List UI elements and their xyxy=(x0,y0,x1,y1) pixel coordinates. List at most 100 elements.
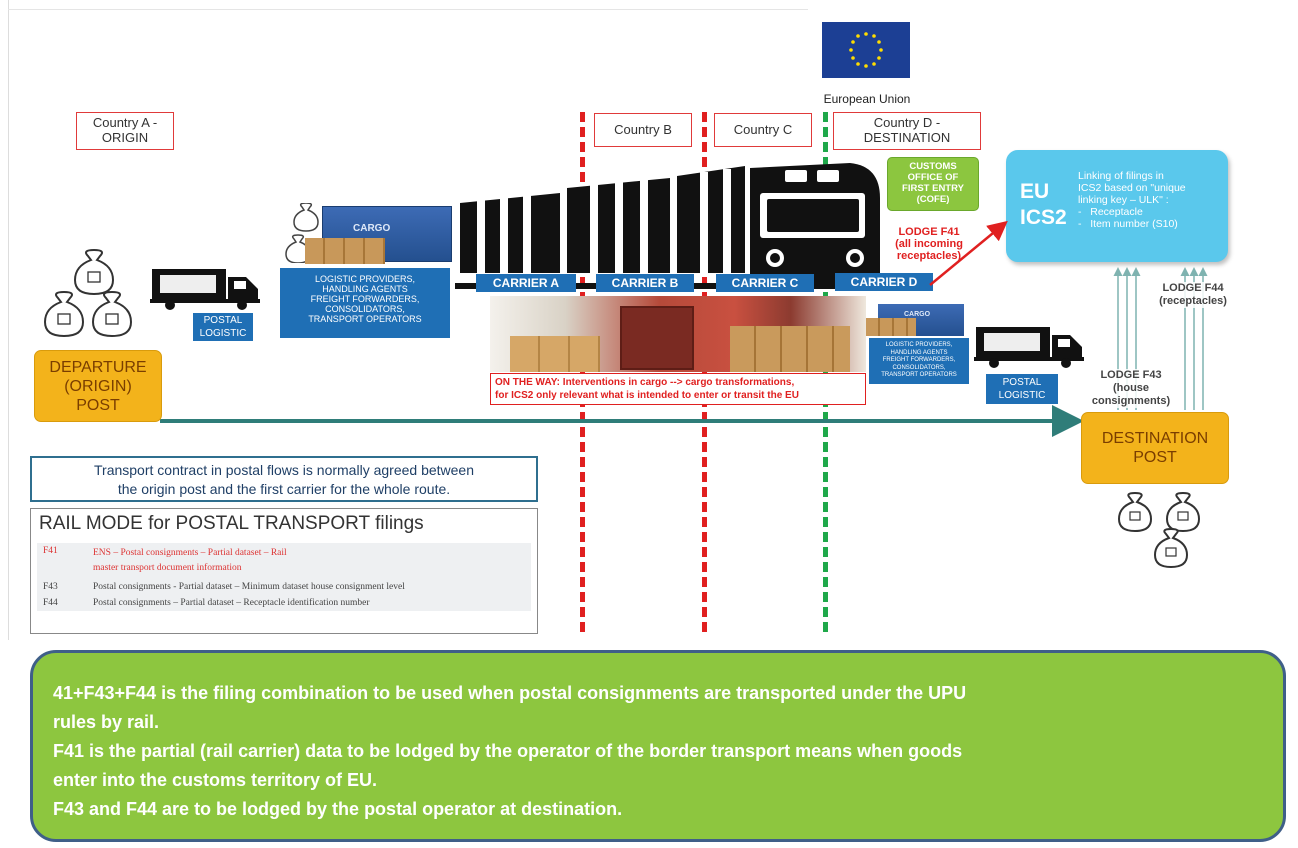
summary-line1: 41+F43+F44 is the filing combination to … xyxy=(53,683,967,703)
country-c-box: Country C xyxy=(714,113,812,147)
on-the-way-prefix: ON THE WAY: xyxy=(495,377,561,388)
transport-contract-note: Transport contract in postal flows is no… xyxy=(30,456,538,502)
lodge-f44-label: LODGE F44 (receptacles) xyxy=(1150,282,1236,308)
row-f41-desc2: master transport document information xyxy=(93,563,242,573)
on-the-way-line1: ON THE WAY: Interventions in cargo --> c… xyxy=(495,376,861,389)
providers-line3: FREIGHT FORWARDERS, xyxy=(310,294,420,304)
departure-line3: POST xyxy=(76,397,120,414)
table-row: F44 Postal consignments – Partial datase… xyxy=(37,595,531,611)
summary-line5: F43 and F44 are to be lodged by the post… xyxy=(53,799,623,819)
summary-panel: 41+F43+F44 is the filing combination to … xyxy=(30,650,1286,842)
cofe-line1: CUSTOMS xyxy=(909,161,957,172)
logistic-providers-box: LOGISTIC PROVIDERS, HANDLING AGENTS FREI… xyxy=(280,268,450,338)
postal-logistic-left-box: POSTAL LOGISTIC xyxy=(193,313,253,341)
cargo-box-stack-1 xyxy=(510,336,600,372)
departure-line2: (ORIGIN) xyxy=(64,378,132,395)
small-cargo-label: CARGO xyxy=(904,311,931,318)
carrier-c-label: CARRIER C xyxy=(716,274,814,292)
row-f41-desc1: ENS – Postal consignments – Partial data… xyxy=(93,548,287,558)
country-b-box: Country B xyxy=(594,113,692,147)
country-d-box: Country D - DESTINATION xyxy=(833,112,981,150)
ics2-bullet-1: - Receptacle xyxy=(1078,206,1143,218)
destination-line1: DESTINATION xyxy=(1101,430,1209,447)
carrier-a-label: CARRIER A xyxy=(476,274,576,292)
ics2-desc-line2: ICS2 based on "unique xyxy=(1078,182,1186,194)
on-the-way-note: ON THE WAY: Interventions in cargo --> c… xyxy=(490,373,866,405)
country-a-box: Country A - ORIGIN xyxy=(76,112,174,150)
ics2-box: EU ICS2 Linking of filings in ICS2 based… xyxy=(1006,150,1228,262)
country-d-line2: DESTINATION xyxy=(863,130,951,145)
warehouse-cargo-image xyxy=(490,296,866,372)
truck-right-icon xyxy=(974,327,1084,368)
summary-line2: rules by rail. xyxy=(53,712,160,732)
small-logistic-providers-box: LOGISTIC PROVIDERS, HANDLING AGENTS FREI… xyxy=(869,338,969,384)
country-a-line1: Country A - xyxy=(92,115,158,130)
on-the-way-line1-text: Interventions in cargo --> cargo transfo… xyxy=(560,377,795,388)
country-a-line2: ORIGIN xyxy=(101,130,149,145)
providers-line1: LOGISTIC PROVIDERS, xyxy=(314,274,416,284)
cofe-line3: FIRST ENTRY xyxy=(902,183,964,194)
ics2-desc-line3: linking key – ULK" : xyxy=(1078,194,1169,206)
postal-logistic-right-box: POSTAL LOGISTIC xyxy=(986,374,1058,404)
cargo-box-stack-2 xyxy=(730,326,850,372)
cargo-container-label: CARGO xyxy=(353,223,391,234)
cofe-box: CUSTOMS OFFICE OF FIRST ENTRY (COFE) xyxy=(887,157,979,211)
ics2-bullet-1-text: Receptacle xyxy=(1090,206,1143,218)
destination-line2: POST xyxy=(1133,449,1177,466)
lodge-f41-line2: (all incoming xyxy=(895,238,963,250)
summary-line3: F41 is the partial (rail carrier) data t… xyxy=(53,741,963,761)
on-the-way-line2: for ICS2 only relevant what is intended … xyxy=(495,390,799,401)
contract-line2: the origin post and the first carrier fo… xyxy=(117,481,451,497)
ics2-title-line2: ICS2 xyxy=(1020,206,1067,229)
ics2-description: Linking of filings in ICS2 based on "uni… xyxy=(1078,170,1186,230)
rail-mode-table-wrap: F41 ENS – Postal consignments – Partial … xyxy=(37,543,531,611)
rail-mode-title: RAIL MODE for POSTAL TRANSPORT filings xyxy=(39,513,424,534)
departure-post-box: DEPARTURE (ORIGIN) POST xyxy=(34,350,162,422)
destination-post-box: DESTINATION POST xyxy=(1081,412,1229,484)
carrier-d-label: CARRIER D xyxy=(835,273,933,291)
providers-line5: TRANSPORT OPERATORS xyxy=(308,314,422,324)
cargo-boxes-icon xyxy=(305,238,385,264)
train-icon xyxy=(455,163,885,289)
contract-line1: Transport contract in postal flows is no… xyxy=(94,462,474,478)
eu-flag-icon xyxy=(822,22,910,78)
row-f44-desc: Postal consignments – Partial dataset – … xyxy=(93,598,370,608)
row-f41-desc: ENS – Postal consignments – Partial data… xyxy=(87,543,531,579)
small-providers-line3: FREIGHT FORWARDERS, xyxy=(882,357,956,363)
small-providers-line1: LOGISTIC PROVIDERS, xyxy=(885,342,953,348)
row-f43-code: F43 xyxy=(43,582,58,592)
rail-mode-table: F41 ENS – Postal consignments – Partial … xyxy=(37,543,531,611)
ics2-bullet-2: - Item number (S10) xyxy=(1078,218,1178,230)
carrier-b-label: CARRIER B xyxy=(596,274,694,292)
postal-logistic-left-line1: POSTAL xyxy=(203,315,243,326)
mail-bags-left-icon xyxy=(43,248,133,338)
top-rule xyxy=(8,9,808,10)
departure-line1: DEPARTURE xyxy=(49,359,147,376)
border-line-cd xyxy=(823,112,828,632)
ics2-title-line1: EU xyxy=(1020,180,1050,203)
container-door xyxy=(620,306,694,370)
country-d-line1: Country D - xyxy=(873,115,941,130)
lodge-f41-line1: LODGE F41 xyxy=(898,226,960,238)
row-f43-desc: Postal consignments - Partial dataset – … xyxy=(93,582,405,592)
lodge-f43-line1: LODGE F43 xyxy=(1100,369,1162,381)
lodge-f43-line3: consignments) xyxy=(1091,395,1171,407)
rail-mode-panel: RAIL MODE for POSTAL TRANSPORT filings F… xyxy=(30,508,538,634)
country-c-label: Country C xyxy=(733,122,793,137)
postal-logistic-right-line1: POSTAL xyxy=(1002,377,1042,388)
lodge-f43-label: LODGE F43 (house consignments) xyxy=(1088,369,1174,408)
lodge-f41-label: LODGE F41 (all incoming receptacles) xyxy=(884,226,974,262)
small-cargo-boxes-icon xyxy=(866,318,916,336)
lodge-f44-line1: LODGE F44 xyxy=(1162,282,1224,294)
country-b-label: Country B xyxy=(614,122,672,137)
small-providers-line2: HANDLING AGENTS xyxy=(890,349,948,356)
postal-logistic-left-line2: LOGISTIC xyxy=(199,328,247,339)
lodge-f43-line2: (house xyxy=(1112,382,1150,394)
row-f44-code: F44 xyxy=(43,598,58,608)
table-row: F43 Postal consignments - Partial datase… xyxy=(37,579,531,595)
postal-logistic-right-line2: LOGISTIC xyxy=(998,390,1046,401)
lodge-f41-line3: receptacles) xyxy=(896,250,962,262)
mail-bags-right-icon xyxy=(1117,491,1201,569)
ics2-bullet-2-text: Item number (S10) xyxy=(1090,218,1178,230)
cofe-line2: OFFICE OF xyxy=(907,172,959,183)
